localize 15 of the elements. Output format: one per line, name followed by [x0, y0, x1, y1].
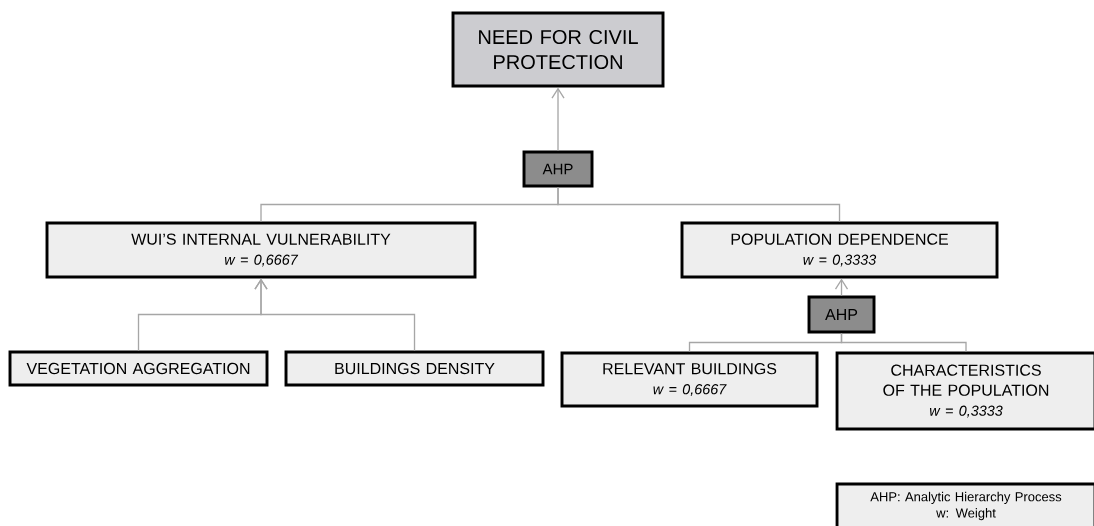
connector	[557, 186, 841, 223]
criterion-box: WUI’S INTERNAL VULNERABILITY w = 0,6667	[45, 221, 477, 279]
goal-box: NEED FOR CIVIL PROTECTION	[451, 11, 665, 88]
connector	[254, 278, 416, 352]
criterion-box: POPULATION DEPENDENCE w = 0,3333	[680, 221, 999, 279]
sub-criterion-box: BUILDINGS DENSITY	[284, 350, 545, 387]
connector	[834, 278, 849, 297]
sub-criterion-box: VEGETATION AGGREGATION	[8, 350, 269, 387]
sub-criterion-box: RELEVANT BUILDINGS w = 0,6667	[560, 351, 819, 408]
key-box: AHP: Analytic Hierarchy Process w: Weight	[835, 482, 1094, 526]
sub-criterion-box: CHARACTERISTICS OF THE POPULATION w = 0,3333	[835, 351, 1094, 431]
connector	[551, 87, 565, 152]
method-box: AHP	[807, 295, 876, 334]
connector	[840, 332, 967, 353]
method-box: AHP	[522, 150, 594, 188]
